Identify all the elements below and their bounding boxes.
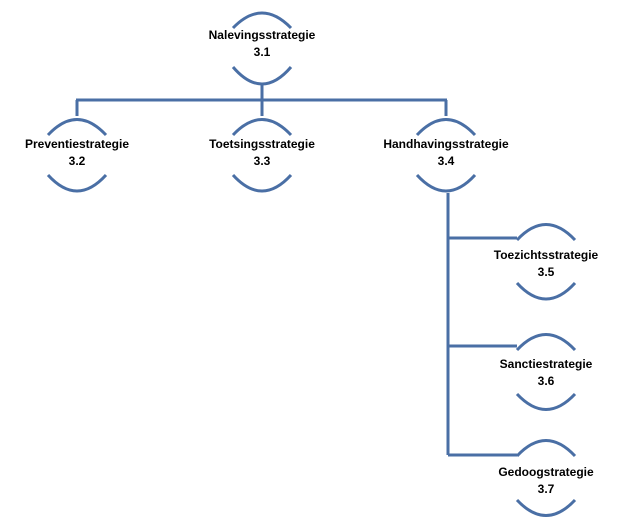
node-arc-bottom-toetsing bbox=[231, 173, 293, 193]
node-number: 3.5 bbox=[537, 265, 555, 279]
node-arc-top-preventie bbox=[46, 118, 108, 137]
node-number: 3.7 bbox=[537, 482, 555, 496]
node-arc-bottom-gedoog bbox=[515, 498, 577, 517]
node-name: Gedoogstrategie bbox=[498, 465, 594, 479]
node-arc-top-sanctie bbox=[515, 333, 577, 352]
node-number: 3.4 bbox=[437, 154, 455, 168]
node-name: Toezichtsstrategie bbox=[493, 248, 599, 262]
node-preventie: Preventiestrategie 3.2 bbox=[25, 136, 129, 170]
node-toezicht: Toezichtsstrategie 3.5 bbox=[494, 247, 598, 281]
node-name: Sanctiestrategie bbox=[499, 357, 593, 371]
node-number: 3.1 bbox=[253, 45, 271, 59]
node-handhaving: Handhavingsstrategie 3.4 bbox=[383, 136, 508, 170]
node-arc-bottom-sanctie bbox=[515, 392, 577, 411]
node-arc-top-naleving bbox=[231, 11, 293, 30]
node-name: Preventiestrategie bbox=[24, 137, 130, 151]
node-arc-bottom-preventie bbox=[46, 173, 108, 193]
node-arc-top-gedoog bbox=[515, 439, 577, 458]
node-name: Handhavingsstrategie bbox=[383, 137, 509, 151]
node-gedoog: Gedoogstrategie 3.7 bbox=[498, 464, 593, 498]
node-arc-top-toetsing bbox=[231, 118, 293, 137]
node-name: Toetsingsstrategie bbox=[209, 137, 315, 151]
node-arc-bottom-naleving bbox=[231, 66, 293, 86]
node-arc-bottom-toezicht bbox=[515, 281, 577, 301]
node-arc-top-toezicht bbox=[515, 223, 577, 242]
node-arc-bottom-handhaving bbox=[415, 173, 477, 193]
node-sanctie: Sanctiestrategie 3.6 bbox=[500, 356, 593, 390]
node-number: 3.3 bbox=[253, 154, 271, 168]
node-number: 3.6 bbox=[537, 374, 555, 388]
node-arc-top-handhaving bbox=[415, 118, 477, 137]
node-toetsing: Toetsingsstrategie 3.3 bbox=[209, 136, 315, 170]
node-number: 3.2 bbox=[68, 154, 86, 168]
node-naleving: Nalevingsstrategie 3.1 bbox=[209, 27, 316, 61]
node-name: Nalevingsstrategie bbox=[208, 28, 316, 42]
